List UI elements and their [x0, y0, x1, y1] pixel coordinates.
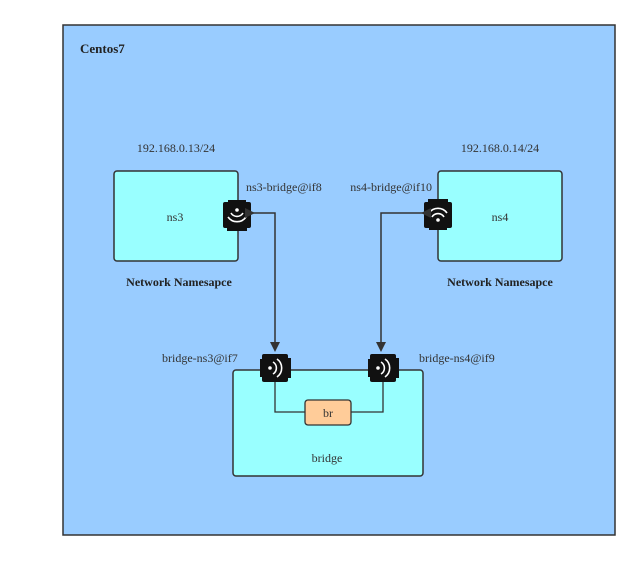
ns4-ip-label: 192.168.0.14/24	[461, 141, 539, 155]
veth-link-ns4-bridge	[376, 208, 431, 352]
bridge-name: bridge	[312, 451, 343, 465]
veth-link-ns3-bridge	[245, 208, 280, 352]
br-box[interactable]	[304, 399, 352, 426]
ns3-veth-nic-icon[interactable]	[222, 199, 252, 232]
ns3-name: ns3	[167, 210, 184, 224]
ns4-name: ns4	[492, 210, 509, 224]
ns3-caption: Network Namesapce	[126, 275, 232, 289]
bridge-left-veth-label: bridge-ns3@if7	[162, 351, 238, 365]
ns3-veth-label: ns3-bridge@if8	[246, 180, 322, 194]
br-label: br	[323, 406, 333, 420]
host-title: Centos7	[80, 41, 125, 56]
ns3-ip-label: 192.168.0.13/24	[137, 141, 215, 155]
bridge-right-veth-label: bridge-ns4@if9	[419, 351, 495, 365]
bridge-ns4-nic-icon[interactable]	[367, 353, 400, 383]
ns4-caption: Network Namesapce	[447, 275, 553, 289]
ns4-veth-nic-icon[interactable]	[423, 198, 453, 231]
ns4-veth-label: ns4-bridge@if10	[350, 180, 432, 194]
bridge-ns3-nic-icon[interactable]	[259, 353, 292, 383]
